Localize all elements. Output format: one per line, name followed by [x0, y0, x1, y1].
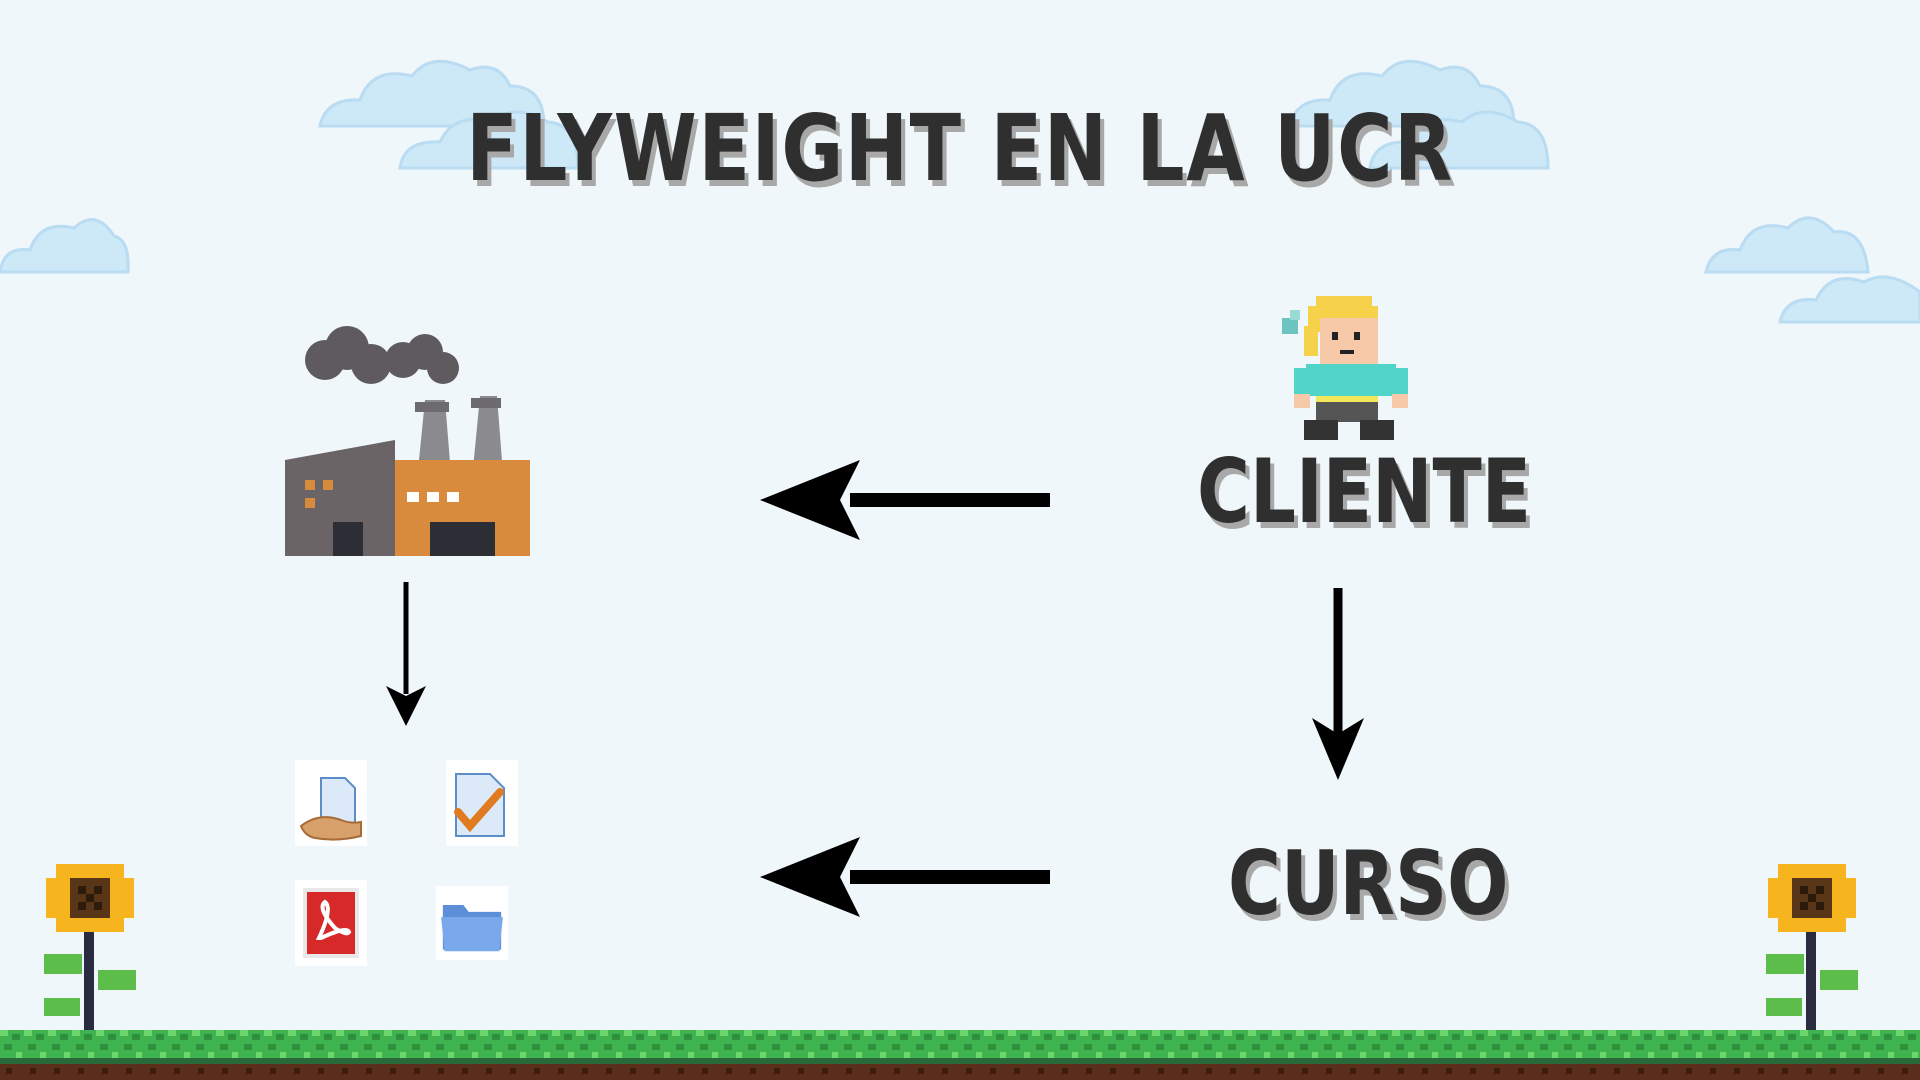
arrow-client-to-factory	[760, 460, 1050, 540]
arrow-factory-to-resources	[386, 582, 426, 726]
sunflower-left-icon	[44, 864, 136, 1038]
folder-icon	[436, 886, 508, 960]
cloud-top-left-icon	[318, 59, 580, 170]
cloud-right-icon	[1704, 216, 1920, 324]
cloud-left-icon	[0, 218, 130, 274]
cloud-top-right-icon	[1288, 59, 1550, 170]
factory-icon	[285, 326, 530, 556]
course-label: CURSO	[1228, 832, 1509, 935]
pdf-icon	[295, 880, 367, 966]
sunflower-right-icon	[1766, 864, 1858, 1038]
arrow-course-to-resources	[760, 837, 1050, 917]
document-hand-icon	[295, 760, 367, 846]
arrow-client-to-course	[1312, 588, 1364, 780]
page-title: FLYWEIGHT EN LA UCR	[466, 95, 1454, 202]
client-label: CLIENTE	[1197, 440, 1531, 543]
pixel-character-icon	[1282, 296, 1408, 440]
checklist-document-icon	[446, 760, 518, 846]
grass-ground	[0, 1030, 1920, 1080]
